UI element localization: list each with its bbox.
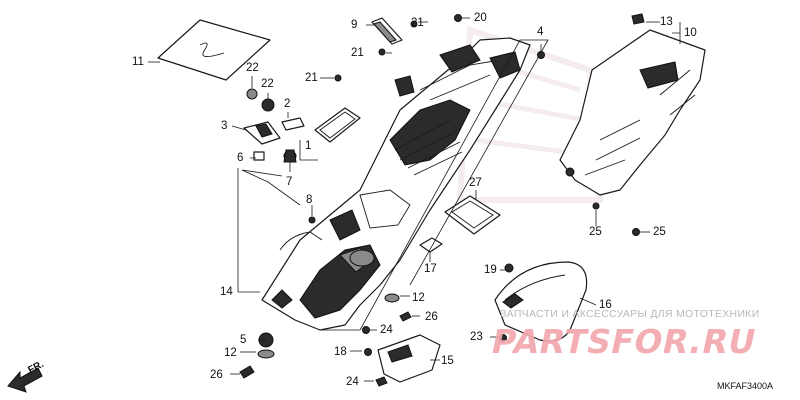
callout-13: 13 [660, 16, 673, 28]
callout-20: 20 [474, 12, 487, 24]
callout-18: 18 [334, 346, 347, 358]
part-1-tray [314, 107, 361, 143]
diagram-code: MKFAF3400A [717, 381, 774, 391]
part-15-lower-bracket [377, 334, 441, 383]
callout-22-top: 22 [246, 62, 259, 74]
part-10-13-side-cover [559, 13, 706, 196]
callout-24-bottom: 24 [346, 376, 359, 388]
callout-15: 15 [441, 355, 454, 367]
callout-12-right: 12 [412, 292, 425, 304]
callout-21-top: 21 [411, 17, 424, 29]
part-1-rear-fender-assembly [261, 37, 531, 331]
callout-21-left: 21 [305, 72, 318, 84]
small-bracket-parts [243, 88, 305, 163]
callout-5: 5 [240, 334, 247, 346]
callout-4: 4 [537, 26, 544, 38]
callout-27: 27 [469, 177, 482, 189]
callout-11: 11 [132, 56, 144, 68]
callout-2: 2 [284, 98, 291, 110]
part-17-block [419, 237, 443, 253]
callout-19: 19 [484, 264, 497, 276]
callout-24-top: 24 [380, 324, 393, 336]
callout-3: 3 [221, 120, 228, 132]
callout-12-left: 12 [224, 347, 237, 359]
leader-lines [148, 17, 681, 382]
part-16-hugger [494, 261, 588, 342]
fasteners [239, 14, 640, 387]
watermark-logo: PARTSFOR.RU [487, 322, 760, 361]
front-direction-arrow [7, 367, 43, 393]
callout-22-bottom: 22 [261, 78, 274, 90]
watermark-subtitle: ЗАПЧАСТИ И АКСЕССУАРЫ ДЛЯ МОТОТЕХНИКИ [500, 308, 760, 320]
callout-14: 14 [220, 286, 233, 298]
callout-25-left: 25 [589, 226, 602, 238]
callout-1: 1 [305, 140, 312, 152]
callout-6: 6 [237, 152, 244, 164]
callout-25-right: 25 [653, 226, 666, 238]
callout-26-right: 26 [425, 311, 438, 323]
callout-7: 7 [286, 176, 293, 188]
part-11-manual-sheet [157, 19, 271, 81]
callout-16: 16 [599, 299, 612, 311]
part-9-strip [371, 17, 403, 45]
callout-23: 23 [470, 331, 483, 343]
callout-21-mid: 21 [351, 47, 364, 59]
callout-9: 9 [351, 19, 358, 31]
callout-17: 17 [424, 263, 437, 275]
callout-8: 8 [306, 194, 313, 206]
callout-26-left: 26 [210, 369, 223, 381]
callout-10: 10 [684, 27, 697, 39]
part-27-pad [444, 195, 501, 235]
